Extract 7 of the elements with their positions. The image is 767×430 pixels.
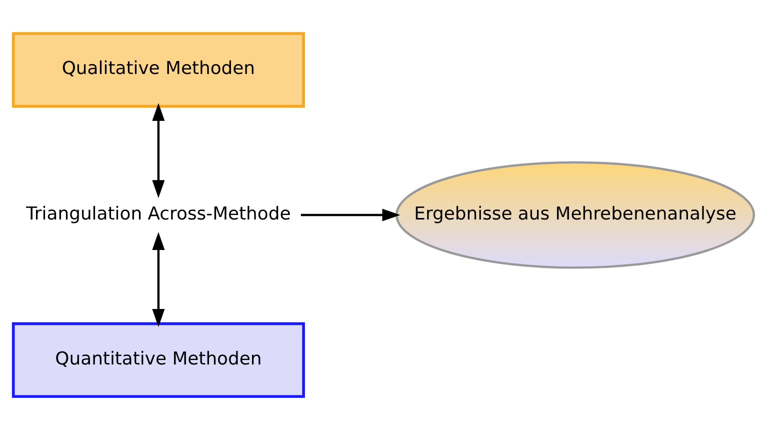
arrow — [300, 208, 400, 222]
node-box: Qualitative Methoden — [12, 32, 305, 108]
arrow — [152, 102, 165, 198]
node-text: Triangulation Across-Methode — [26, 203, 291, 224]
node-box: Quantitative Methoden — [12, 322, 305, 398]
arrow — [152, 232, 165, 327]
node-ellipse: Ergebnisse aus Mehrebenenanalyse — [396, 161, 755, 269]
